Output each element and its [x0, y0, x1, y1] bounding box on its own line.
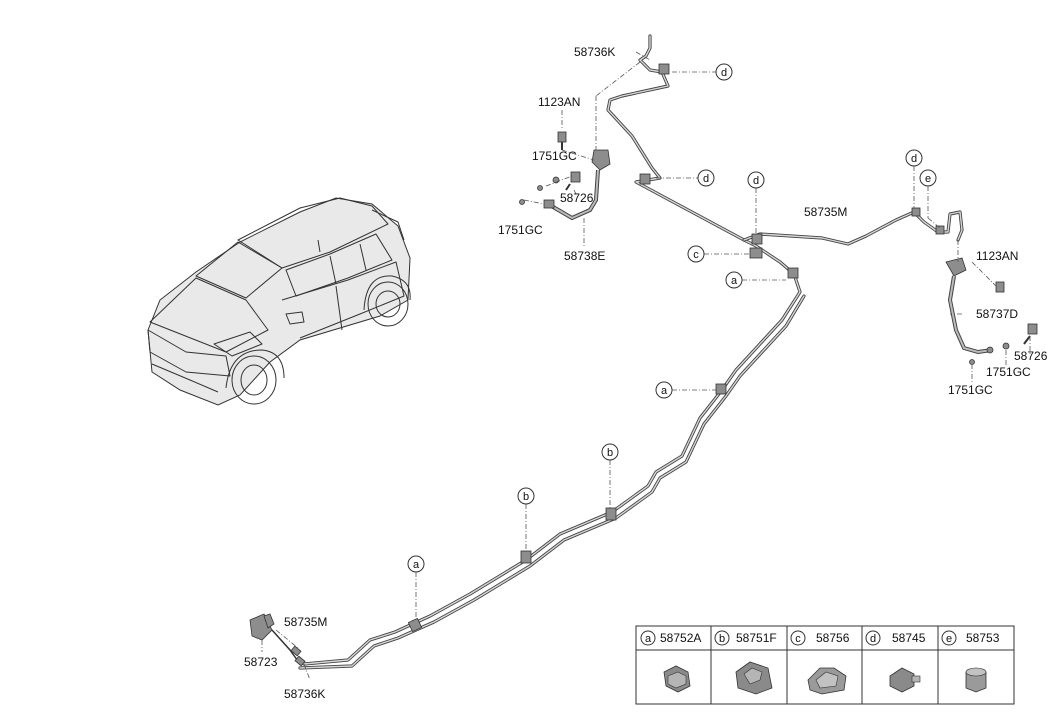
svg-text:d: d — [721, 67, 727, 79]
rear-left-fitting — [249, 613, 306, 667]
brake-pipe-58735M-rear — [742, 210, 964, 246]
leader-lines — [261, 51, 1031, 681]
clip-58751F-icon — [735, 661, 773, 695]
svg-text:58753: 58753 — [966, 631, 1000, 645]
svg-text:b: b — [607, 447, 613, 459]
label-1751GC-left-a: 1751GC — [532, 149, 577, 163]
clip-legend-table: a 58752A b 58751F c 58756 — [635, 625, 1015, 705]
label-1123AN-right: 1123AN — [976, 249, 1018, 263]
front-left-hose-assembly — [519, 131, 611, 221]
callout-e: e — [919, 169, 937, 187]
svg-text:d: d — [703, 173, 709, 185]
callout-d-2: d — [697, 169, 715, 187]
label-58735M-top: 58735M — [804, 205, 847, 219]
svg-text:b: b — [523, 491, 529, 503]
callout-d-3: d — [747, 171, 765, 189]
callout-a-3: a — [407, 555, 425, 573]
callout-a-2: a — [655, 381, 673, 399]
svg-text:b: b — [719, 633, 725, 645]
legend-col-b: b 58751F — [714, 630, 777, 695]
svg-text:a: a — [731, 275, 738, 287]
label-1751GC-left-b: 1751GC — [498, 223, 543, 237]
label-1123AN-left: 1123AN — [538, 95, 580, 109]
clip-58756-icon — [807, 667, 847, 695]
legend-col-c: c 58756 — [790, 630, 850, 695]
label-58736K-top: 58736K — [574, 45, 615, 59]
label-58738E: 58738E — [564, 249, 605, 263]
pipe-clips — [407, 63, 945, 633]
label-1751GC-right-b: 1751GC — [948, 383, 993, 397]
svg-text:d: d — [911, 153, 917, 165]
svg-text:e: e — [925, 173, 931, 185]
rear-right-hose-assembly — [945, 257, 1038, 365]
callout-b-1: b — [601, 443, 619, 461]
label-58737D: 58737D — [976, 307, 1018, 321]
label-1751GC-right-a: 1751GC — [986, 365, 1031, 379]
clip-58745-icon — [889, 667, 921, 693]
legend-col-a: a 58752A — [640, 630, 701, 693]
svg-text:a: a — [413, 559, 420, 571]
callout-d-1: d — [715, 63, 733, 81]
label-58735M-bottom: 58735M — [284, 615, 327, 629]
svg-text:a: a — [645, 633, 652, 645]
callout-c: c — [687, 245, 705, 263]
callout-d-4: d — [905, 149, 923, 167]
svg-text:a: a — [661, 385, 668, 397]
part-labels: 58736K 1123AN 1751GC 58726 1751GC 58738E… — [244, 45, 1048, 701]
clip-58752A-icon — [663, 665, 691, 693]
label-58726-left: 58726 — [560, 191, 594, 205]
label-58726-right: 58726 — [1014, 349, 1048, 363]
svg-text:d: d — [870, 633, 876, 645]
legend-col-d: d 58745 — [865, 630, 926, 693]
legend-col-e: e 58753 — [941, 630, 1000, 693]
clip-58753-icon — [965, 667, 987, 693]
svg-text:e: e — [946, 633, 952, 645]
callout-b-2: b — [517, 487, 535, 505]
svg-text:58745: 58745 — [892, 631, 926, 645]
svg-text:58751F: 58751F — [736, 631, 777, 645]
label-58723: 58723 — [244, 655, 278, 669]
svg-text:d: d — [753, 175, 759, 187]
svg-text:58756: 58756 — [816, 631, 850, 645]
svg-text:c: c — [693, 249, 699, 261]
vehicle-illustration — [147, 197, 411, 406]
brake-pipe-58736K-upper — [606, 34, 746, 242]
callout-a-1: a — [725, 271, 743, 289]
label-58736K-bottom: 58736K — [284, 687, 325, 701]
svg-text:c: c — [795, 633, 801, 645]
callouts: d d d c a a b b — [407, 63, 937, 573]
svg-text:58752A: 58752A — [660, 631, 701, 645]
